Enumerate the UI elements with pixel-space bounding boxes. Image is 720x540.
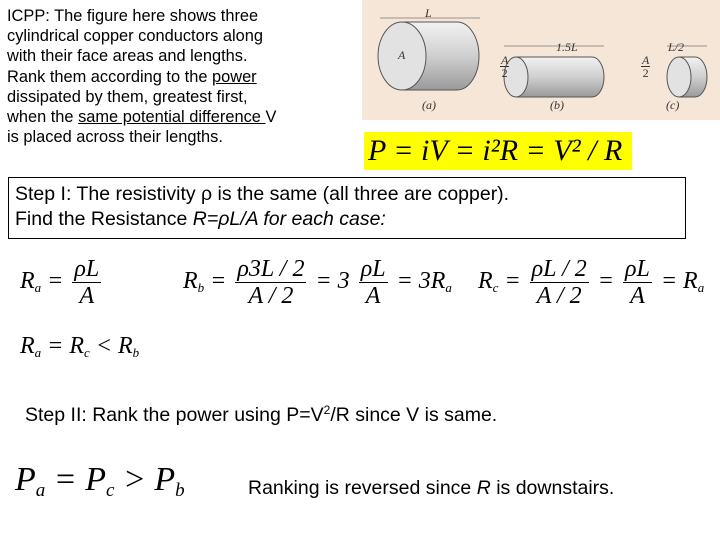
- eq-den: A: [630, 283, 645, 309]
- resistance-comparison: Ra = Rc < Rb: [20, 332, 139, 367]
- eq-equals: =: [47, 268, 64, 295]
- cylinder-c-face: [666, 56, 692, 98]
- eq-sub: b: [197, 280, 205, 296]
- step2-text-b: /R since V is same.: [330, 404, 498, 426]
- ranking-note-c: is downstairs.: [490, 477, 615, 499]
- eq-lhs: R: [20, 268, 35, 295]
- frac-num: A: [641, 53, 651, 67]
- cylinder-a-face: [377, 21, 427, 91]
- eq-num: ρL / 2: [529, 256, 589, 283]
- eq-mid: = 3: [315, 268, 350, 295]
- rank-sub: a: [35, 480, 46, 501]
- same-potential-underlined: same potential difference: [78, 108, 266, 127]
- eq-sub: c: [84, 345, 90, 360]
- eq-sub: a: [697, 280, 705, 296]
- question-line: dissipated by them, greatest first,: [7, 87, 248, 106]
- eq-den: A: [79, 283, 95, 309]
- eq-equals: =: [597, 268, 614, 295]
- rank-sub: c: [106, 480, 115, 501]
- rank-op: = P: [53, 461, 106, 498]
- eq-equals: =: [504, 268, 521, 295]
- eq-op: = R: [47, 333, 85, 359]
- question-line: with their face areas and lengths.: [7, 47, 248, 66]
- step1-line1: Step I: The resistivity ρ is the same (a…: [15, 183, 510, 205]
- ranking-note-r: R: [476, 477, 491, 499]
- rank-sub: b: [175, 480, 185, 501]
- rank-op: > P: [122, 461, 176, 498]
- power-underlined: power: [212, 67, 257, 86]
- eq-den: A: [365, 283, 381, 309]
- eq-sub: a: [34, 345, 42, 360]
- question-text-span: V: [265, 108, 277, 127]
- frac-den: 2: [501, 66, 508, 80]
- eq-num: ρL: [72, 256, 102, 283]
- eq-sub: a: [34, 280, 42, 296]
- step2-text: Step II: Rank the power using P=V2/R sin…: [25, 398, 497, 427]
- label-length-a: L: [425, 6, 432, 20]
- eq-sub: c: [492, 280, 499, 296]
- eq-num: ρL: [622, 256, 652, 283]
- step1-text: Find the Resistance: [15, 208, 193, 230]
- frac-den: 2: [642, 66, 649, 80]
- frac-num: A: [500, 53, 510, 67]
- step2-sup: 2: [323, 403, 331, 417]
- label-length-b: 1.5L: [556, 40, 578, 54]
- eq-rhs: = 3R: [396, 268, 446, 295]
- eq-sub: b: [132, 345, 140, 360]
- eq-rhs: = R: [660, 268, 698, 295]
- rank-p: P: [15, 461, 36, 498]
- cylinder-b-face: [503, 56, 529, 98]
- ranking-note-a: Ranking is reversed since: [248, 477, 477, 499]
- caption-c: (c): [666, 98, 680, 112]
- eq-num: ρ3L / 2: [235, 256, 307, 283]
- power-formula-highlight: [364, 132, 632, 170]
- question-line: Rank them according to the power: [7, 67, 352, 87]
- eq-lhs: R: [478, 268, 493, 295]
- step1-line2: Find the Resistance R=ρL/A for each case…: [15, 207, 679, 232]
- question-line: ICPP: The figure here shows three: [7, 7, 259, 25]
- ranking-note: Ranking is reversed since R is downstair…: [248, 476, 614, 500]
- question-line: is placed across their lengths.: [7, 128, 223, 147]
- question-text: ICPP: The figure here shows three cylind…: [7, 6, 352, 147]
- eq-lhs: R: [183, 268, 198, 295]
- conductors-drawing: [377, 17, 708, 98]
- label-area-a: A: [398, 48, 406, 62]
- question-text-span: Rank them according to the: [7, 67, 212, 86]
- eq-lhs: R: [20, 333, 35, 359]
- question-line: when the same potential difference V: [7, 107, 352, 127]
- step1-italic: R=ρL/A for each case:: [192, 208, 386, 230]
- eq-sub: a: [445, 280, 452, 296]
- power-formula: P = iV = i²R = V² / R: [368, 134, 623, 167]
- eq-den: A / 2: [248, 283, 294, 309]
- question-text-span: when the: [7, 108, 79, 127]
- step2-text-a: Step II: Rank the power using P=V: [25, 404, 324, 426]
- label-length-c: L/2: [668, 40, 685, 54]
- cylinder-b-body: [515, 56, 605, 98]
- caption-a: (a): [422, 98, 436, 112]
- eq-num: ρL: [358, 256, 388, 283]
- eq-op: < R: [95, 333, 133, 359]
- eq-den: A / 2: [536, 283, 582, 309]
- question-line: cylindrical copper conductors along: [7, 27, 264, 46]
- power-ranking: Pa = Pc > Pb: [15, 460, 185, 511]
- eq-equals: =: [210, 268, 227, 295]
- step1-box: Step I: The resistivity ρ is the same (a…: [8, 177, 686, 239]
- caption-b: (b): [550, 98, 564, 112]
